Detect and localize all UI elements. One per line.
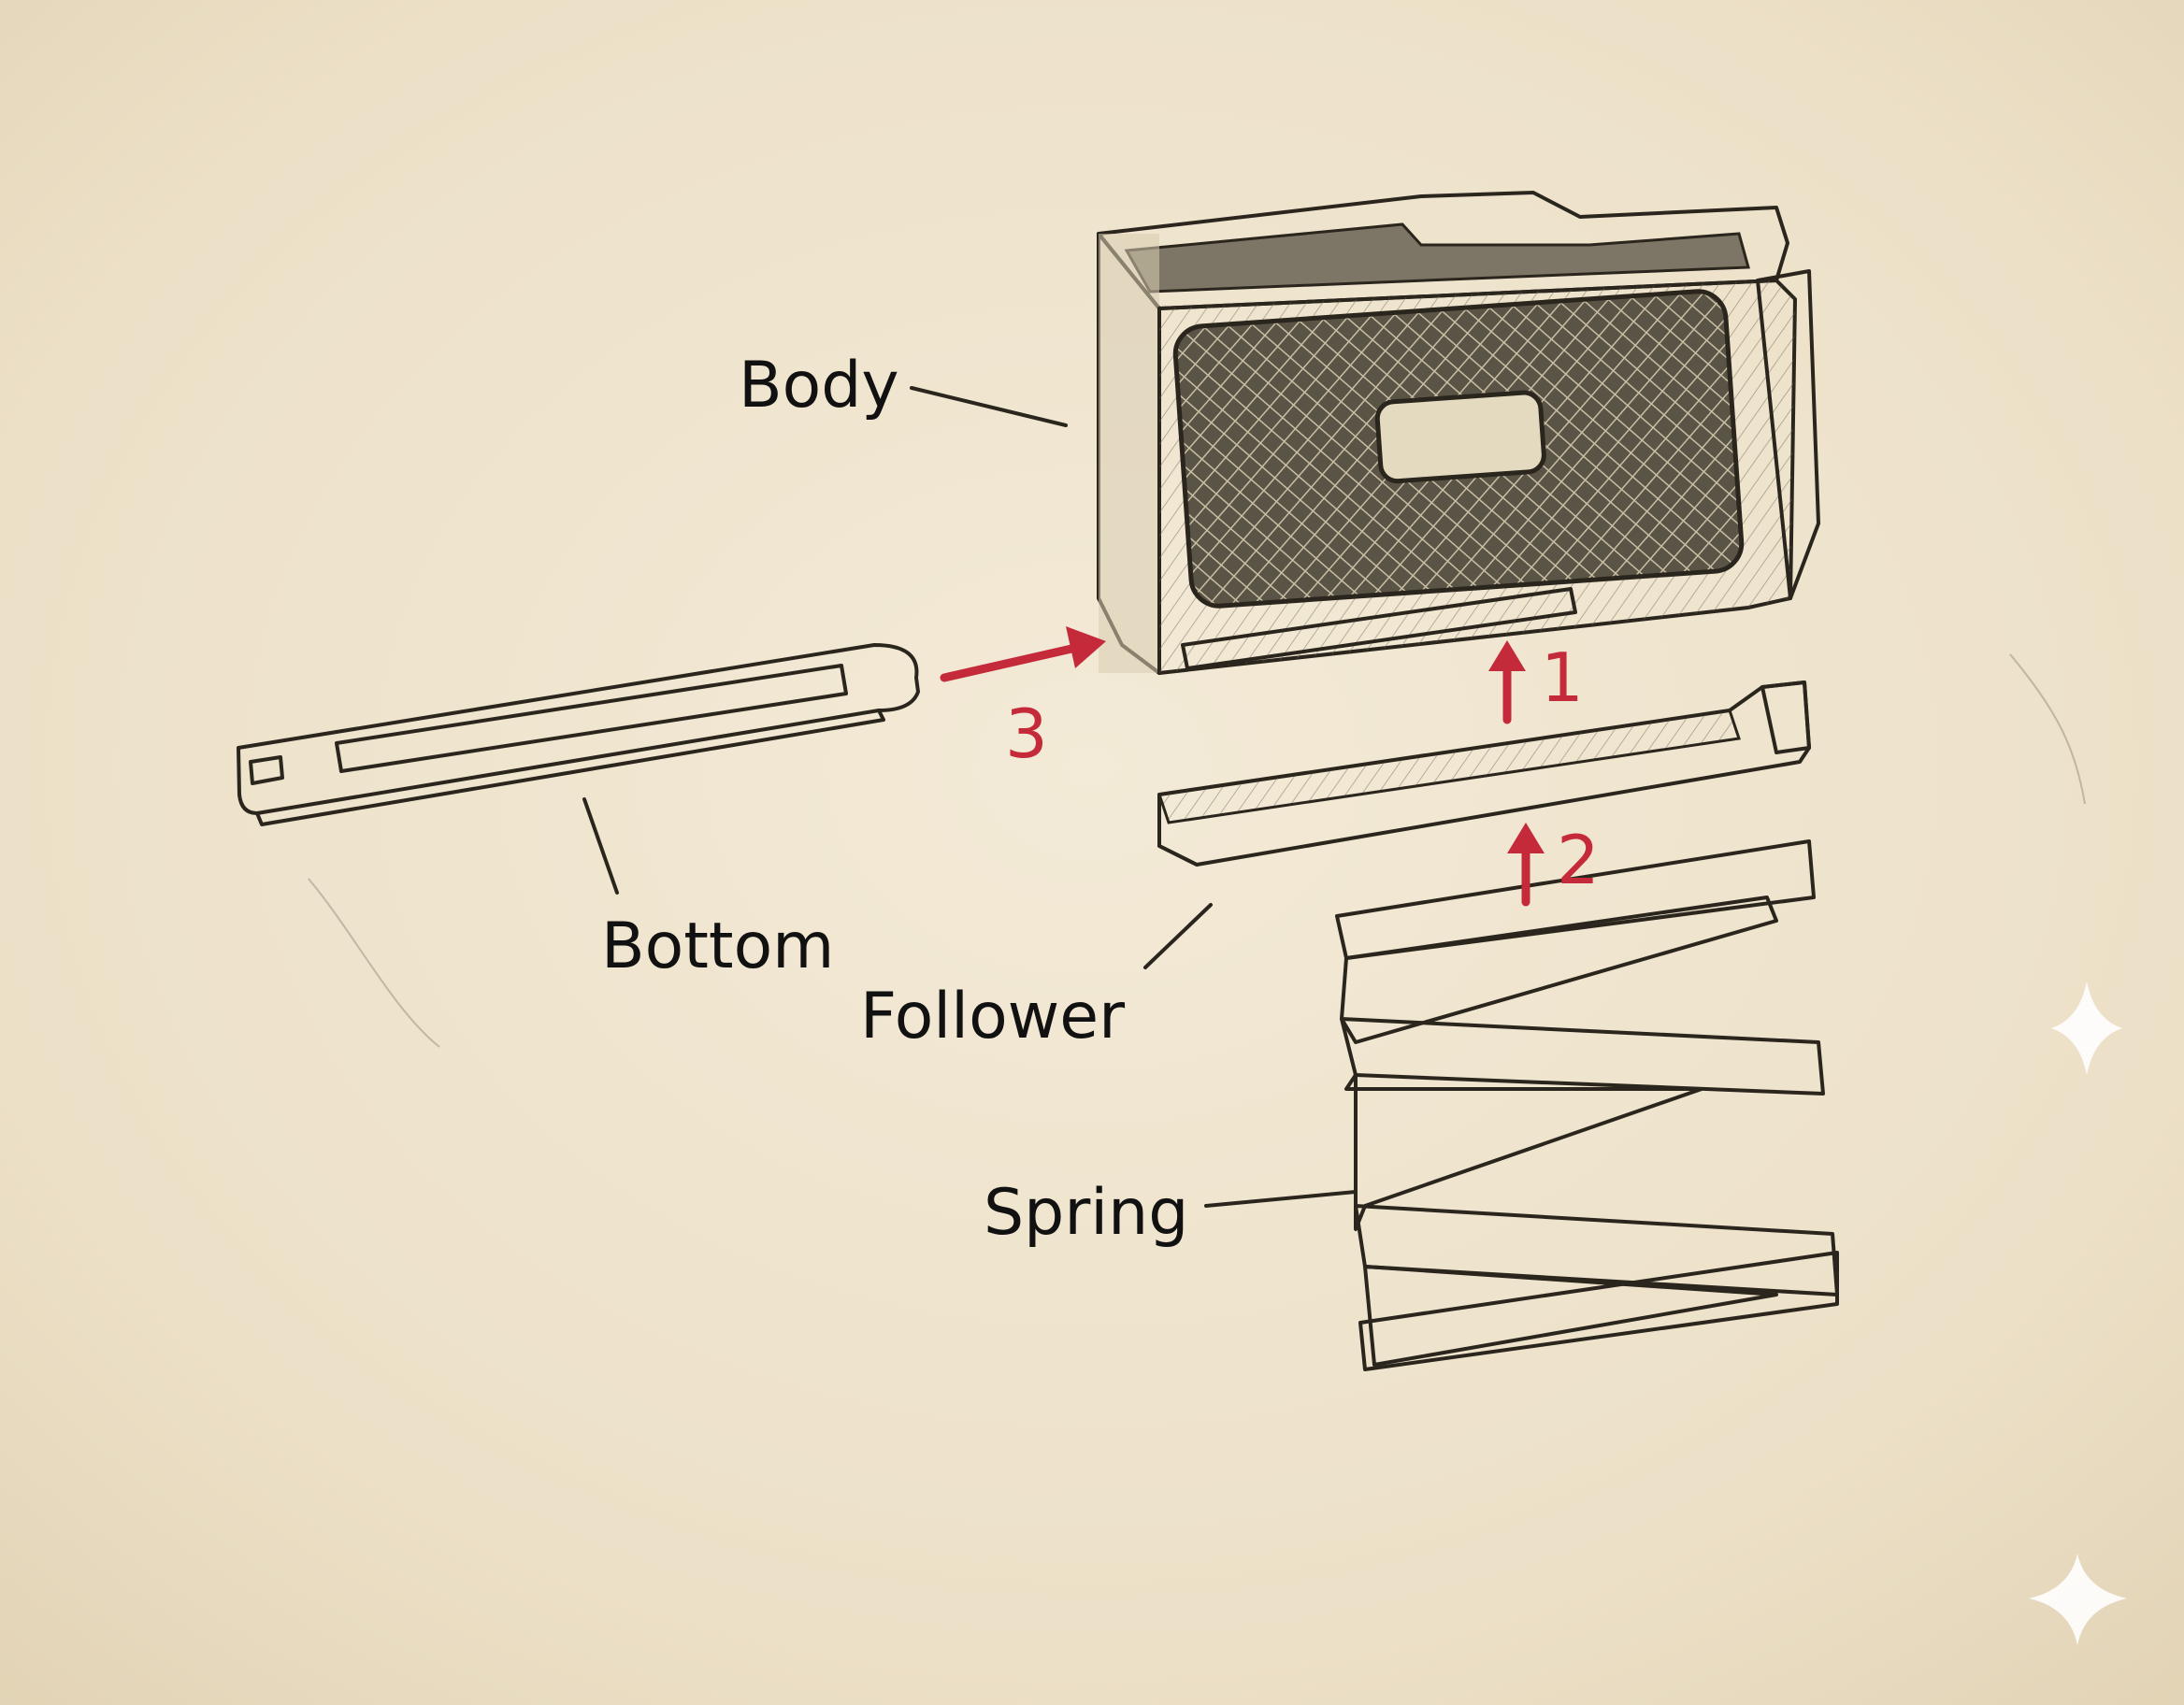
magazine-bottom-plate: [237, 643, 920, 826]
step-arrow-1: [1488, 640, 1526, 724]
follower-leader-line: [1143, 903, 1213, 969]
step-number-3: 3: [1005, 695, 1048, 773]
body-leader-line: [910, 386, 1068, 427]
label-body: Body: [739, 349, 899, 423]
spring-leader-line: [1204, 1190, 1358, 1208]
magazine-body: [1097, 191, 1820, 675]
bottom-leader-line: [582, 797, 619, 895]
sparkle-icon: [2029, 1554, 2127, 1645]
step-number-1: 1: [1541, 638, 1584, 717]
paper-stain: [308, 653, 2086, 1048]
step-arrow-2: [1507, 823, 1545, 907]
label-spring: Spring: [984, 1176, 1188, 1250]
label-follower: Follower: [860, 980, 1125, 1053]
magazine-follower: [1157, 681, 1811, 867]
step-arrow-3: [940, 626, 1106, 682]
sparkle-icon: [2051, 981, 2122, 1075]
label-bottom: Bottom: [601, 910, 834, 983]
magazine-spring: [1335, 839, 1839, 1371]
step-number-2: 2: [1557, 821, 1600, 899]
